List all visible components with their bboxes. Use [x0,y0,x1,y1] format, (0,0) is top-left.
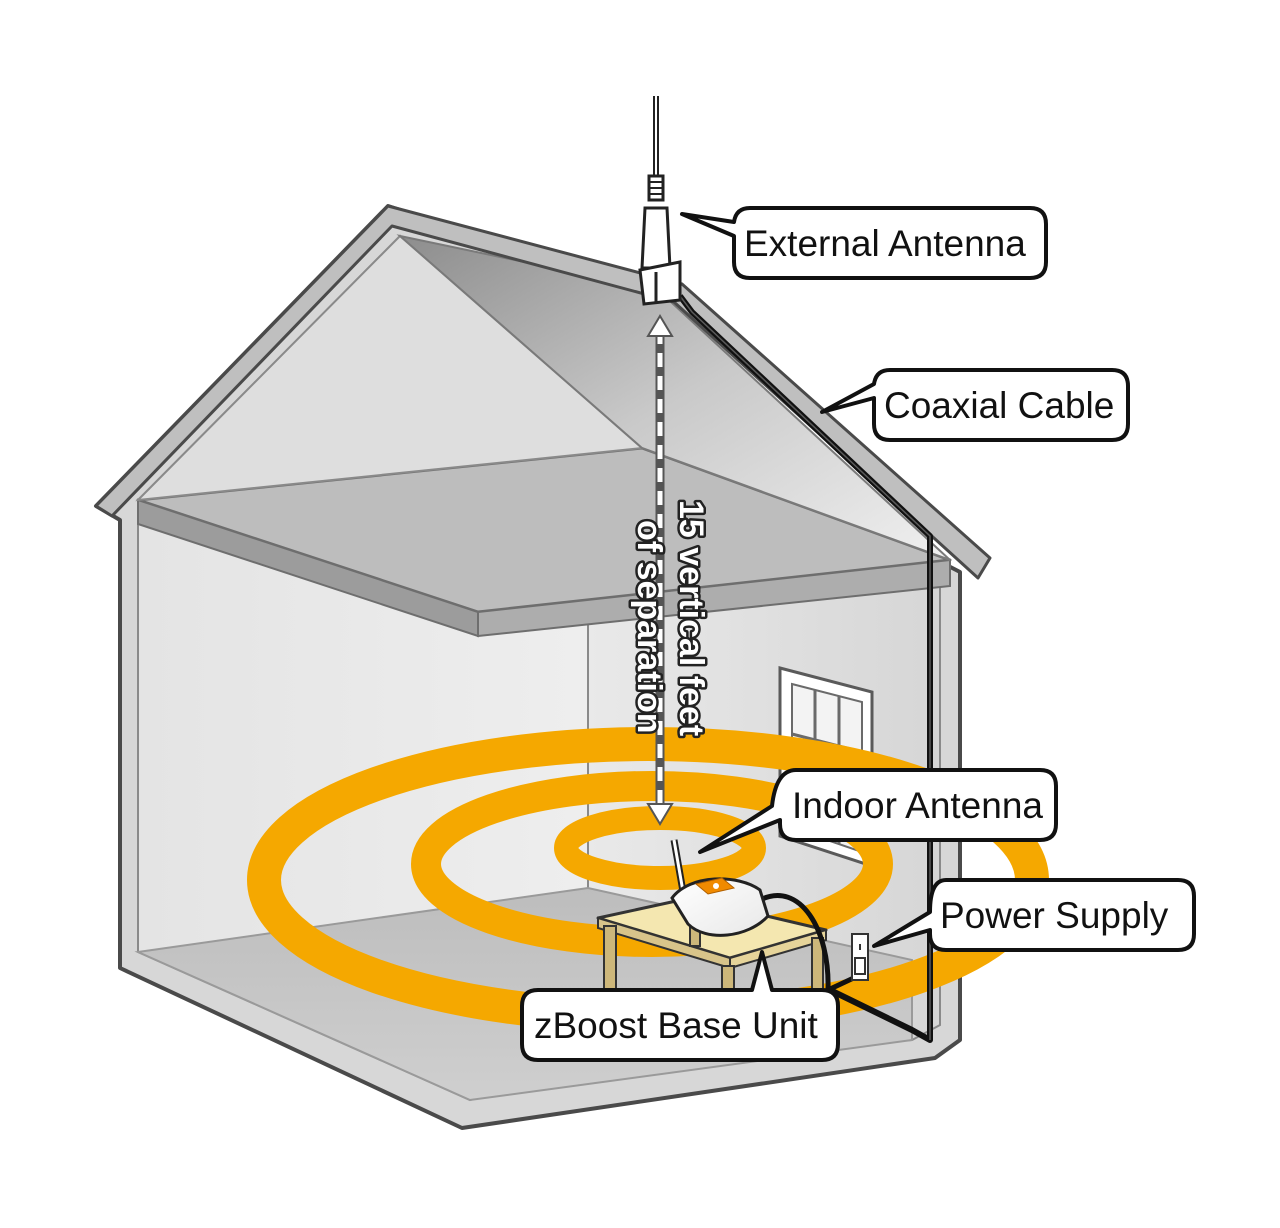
attic-floor-edge-right [477,558,951,638]
callout-power-supply-text: Power Supply [940,895,1169,936]
base-unit-body [670,877,770,937]
callout-coaxial-cable: Coaxial Cable [820,368,1130,442]
roof-edge [94,204,992,580]
power-outlet [851,933,869,981]
house [94,204,992,1130]
separation-label: 15 vertical feet of separation [628,498,713,739]
callout-indoor-antenna-text: Indoor Antenna [792,785,1043,826]
callout-indoor-antenna: Indoor Antenna [698,768,1058,854]
arrow-head-up [646,314,674,337]
separation-arrow [646,314,674,826]
power-cable [758,893,862,994]
callout-base-unit-text: zBoost Base Unit [534,1005,819,1046]
separation-line-2: of separation [630,520,668,733]
callout-external-antenna: External Antenna [680,206,1048,280]
callout-external-antenna-text: External Antenna [744,223,1026,264]
callout-power-supply: Power Supply [872,878,1196,952]
callout-coaxial-cable-text: Coaxial Cable [884,385,1114,426]
arrow-head-down [646,803,674,826]
callout-base-unit: zBoost Base Unit [520,950,840,1062]
base-unit [670,839,770,937]
external-antenna [638,96,682,306]
separation-line-1: 15 vertical feet [672,500,710,736]
